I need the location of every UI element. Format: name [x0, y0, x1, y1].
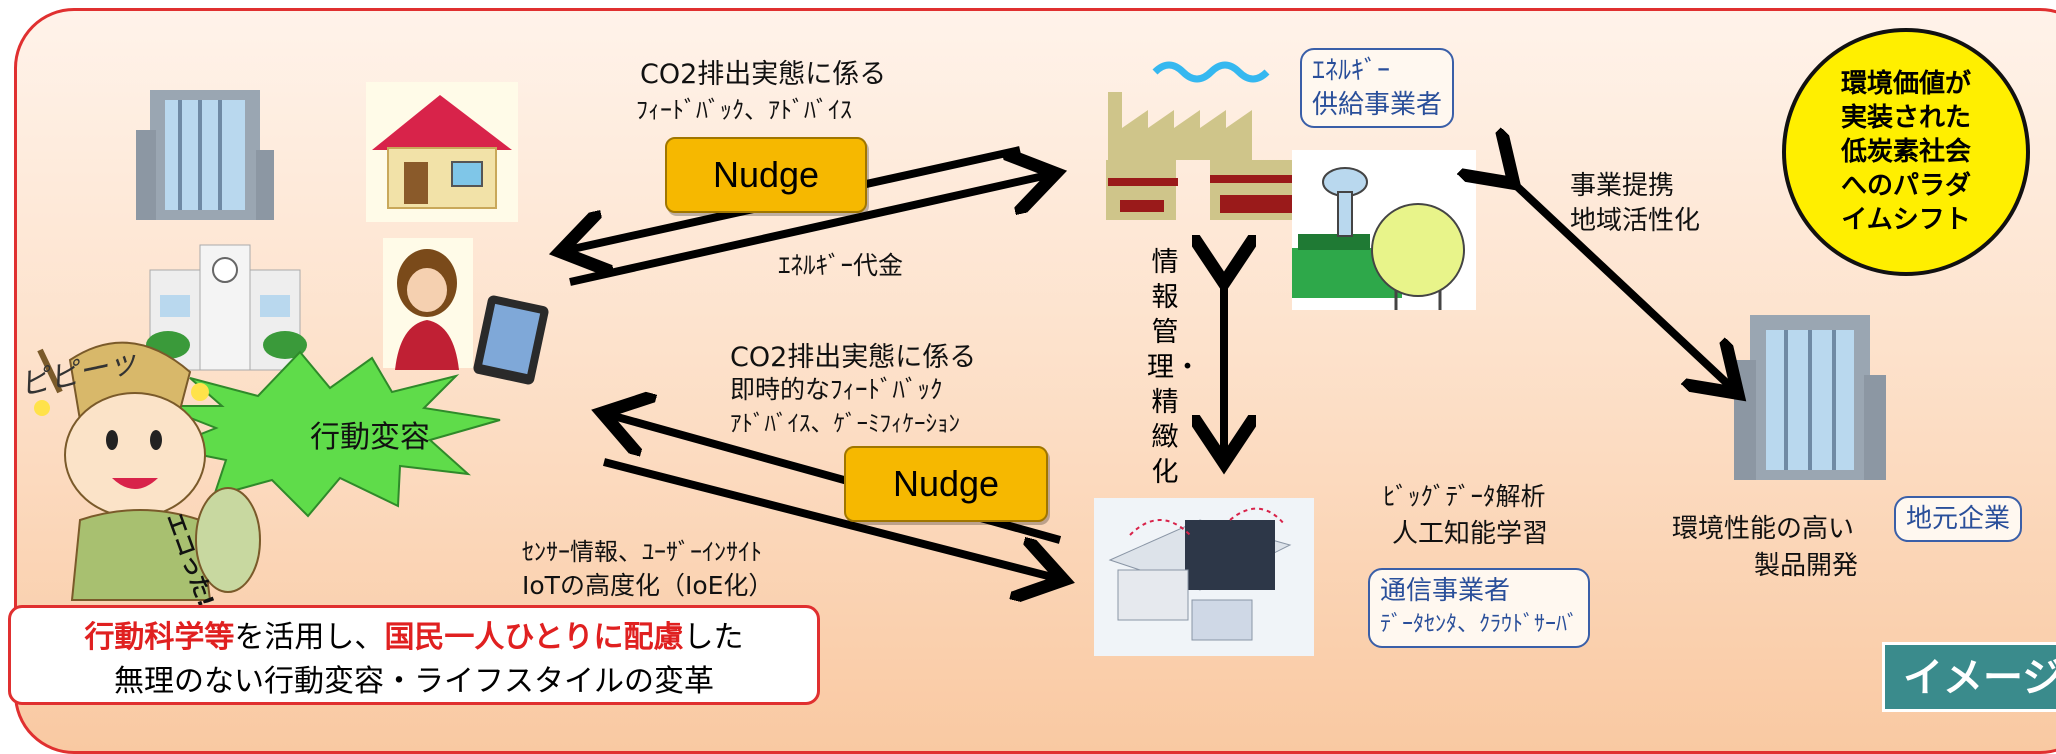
label-behavior-change: 行動変容 — [310, 420, 430, 455]
telecom-line2: ﾃﾞｰﾀｾﾝﾀ、ｸﾗｳﾄﾞｻｰﾊﾞ — [1380, 612, 1579, 637]
data-center-icon — [1094, 498, 1314, 656]
house-icon — [366, 82, 518, 222]
mascot-character-icon — [34, 341, 261, 601]
diagram-graphics — [34, 61, 1886, 656]
label-feedback-advice-top: ﾌｨｰﾄﾞﾊﾞｯｸ、ｱﾄﾞﾊﾞｲｽ — [636, 96, 852, 124]
image-label: イメージ — [1882, 642, 2056, 712]
local-company-tag: 地元企業 — [1894, 496, 2023, 542]
power-plant-icon — [1292, 150, 1476, 310]
label-realtime-feedback: 即時的なﾌｨｰﾄﾞﾊﾞｯｸ — [730, 375, 943, 404]
paradigm-shift-circle: 環境価値が 実装された 低炭素社会 へのパラダ イムシフト — [1782, 28, 2030, 276]
label-bigdata: ﾋﾞｯｸﾞﾃﾞｰﾀ解析 — [1383, 482, 1546, 511]
telecom-tag: 通信事業者 ﾃﾞｰﾀｾﾝﾀ、ｸﾗｳﾄﾞｻｰﾊﾞ — [1368, 568, 1591, 648]
circle-line3: 低炭素社会 — [1840, 137, 1971, 167]
diagram-root: CO2排出実態に係る ﾌｨｰﾄﾞﾊﾞｯｸ、ｱﾄﾞﾊﾞｲｽ Nudge ｴﾈﾙｷﾞ… — [8, 8, 2056, 754]
label-info-management: 情報管理・精緻化 — [1147, 247, 1201, 488]
local-company-building-icon — [1734, 315, 1886, 480]
summary-highlight-1: 行動科学等 — [84, 620, 235, 655]
arrow-business-partnership — [1508, 178, 1732, 388]
tablet-icon — [473, 295, 549, 385]
circle-line1: 環境価値が — [1840, 69, 1971, 99]
label-product-dev-2: 製品開発 — [1754, 551, 1859, 581]
circle-line4: へのパラダ — [1840, 171, 1971, 201]
label-product-dev-1: 環境性能の高い — [1672, 514, 1855, 544]
label-business-partnership: 事業提携 — [1570, 171, 1675, 201]
label-co2-feedback-mid: CO2排出実態に係る — [730, 342, 977, 373]
energy-supplier-line2: 供給事業者 — [1312, 90, 1443, 120]
label-regional-revitalization: 地域活性化 — [1570, 206, 1701, 236]
factory-icon — [1106, 61, 1310, 220]
label-co2-feedback-top: CO2排出実態に係る — [640, 59, 887, 90]
label-energy-fee: ｴﾈﾙｷﾞｰ代金 — [778, 251, 904, 280]
summary-box: 行動科学等を活用し、国民一人ひとりに配慮した 無理のない行動変容・ライフスタイル… — [8, 605, 820, 705]
summary-text-2: した — [683, 620, 744, 655]
circle-line5: イムシフト — [1841, 205, 1971, 235]
summary-highlight-2: 国民一人ひとりに配慮 — [384, 620, 684, 655]
label-sensor-info: ｾﾝｻｰ情報、ﾕｰｻﾞｰｲﾝｻｲﾄ — [522, 538, 762, 566]
energy-supplier-tag: ｴﾈﾙｷﾞｰ 供給事業者 — [1300, 48, 1455, 128]
energy-supplier-line1: ｴﾈﾙｷﾞｰ — [1312, 56, 1391, 86]
telecom-line1: 通信事業者 — [1380, 576, 1511, 606]
arrow-sensor-to-datacenter — [603, 458, 1056, 578]
nudge-bottom: Nudge — [844, 446, 1048, 522]
school-icon — [146, 244, 307, 371]
label-ai-learning: 人工知能学習 — [1392, 519, 1549, 549]
nudge-top: Nudge — [665, 137, 867, 213]
label-iot-advance: IoTの高度化（IoE化） — [522, 571, 774, 600]
summary-text-1: を活用し、 — [234, 620, 385, 655]
arrow-payment-to-supplier — [569, 175, 1048, 286]
person-icon — [383, 238, 473, 370]
office-building-icon — [136, 90, 274, 220]
label-advice-gamification: ｱﾄﾞﾊﾞｲｽ、ｹﾞｰﾐﾌｨｹｰｼｮﾝ — [730, 411, 960, 437]
circle-line2: 実装された — [1840, 103, 1971, 133]
summary-line1: 行動科学等を活用し、国民一人ひとりに配慮した — [11, 616, 817, 660]
summary-line2: 無理のない行動変容・ライフスタイルの変革 — [114, 664, 714, 699]
